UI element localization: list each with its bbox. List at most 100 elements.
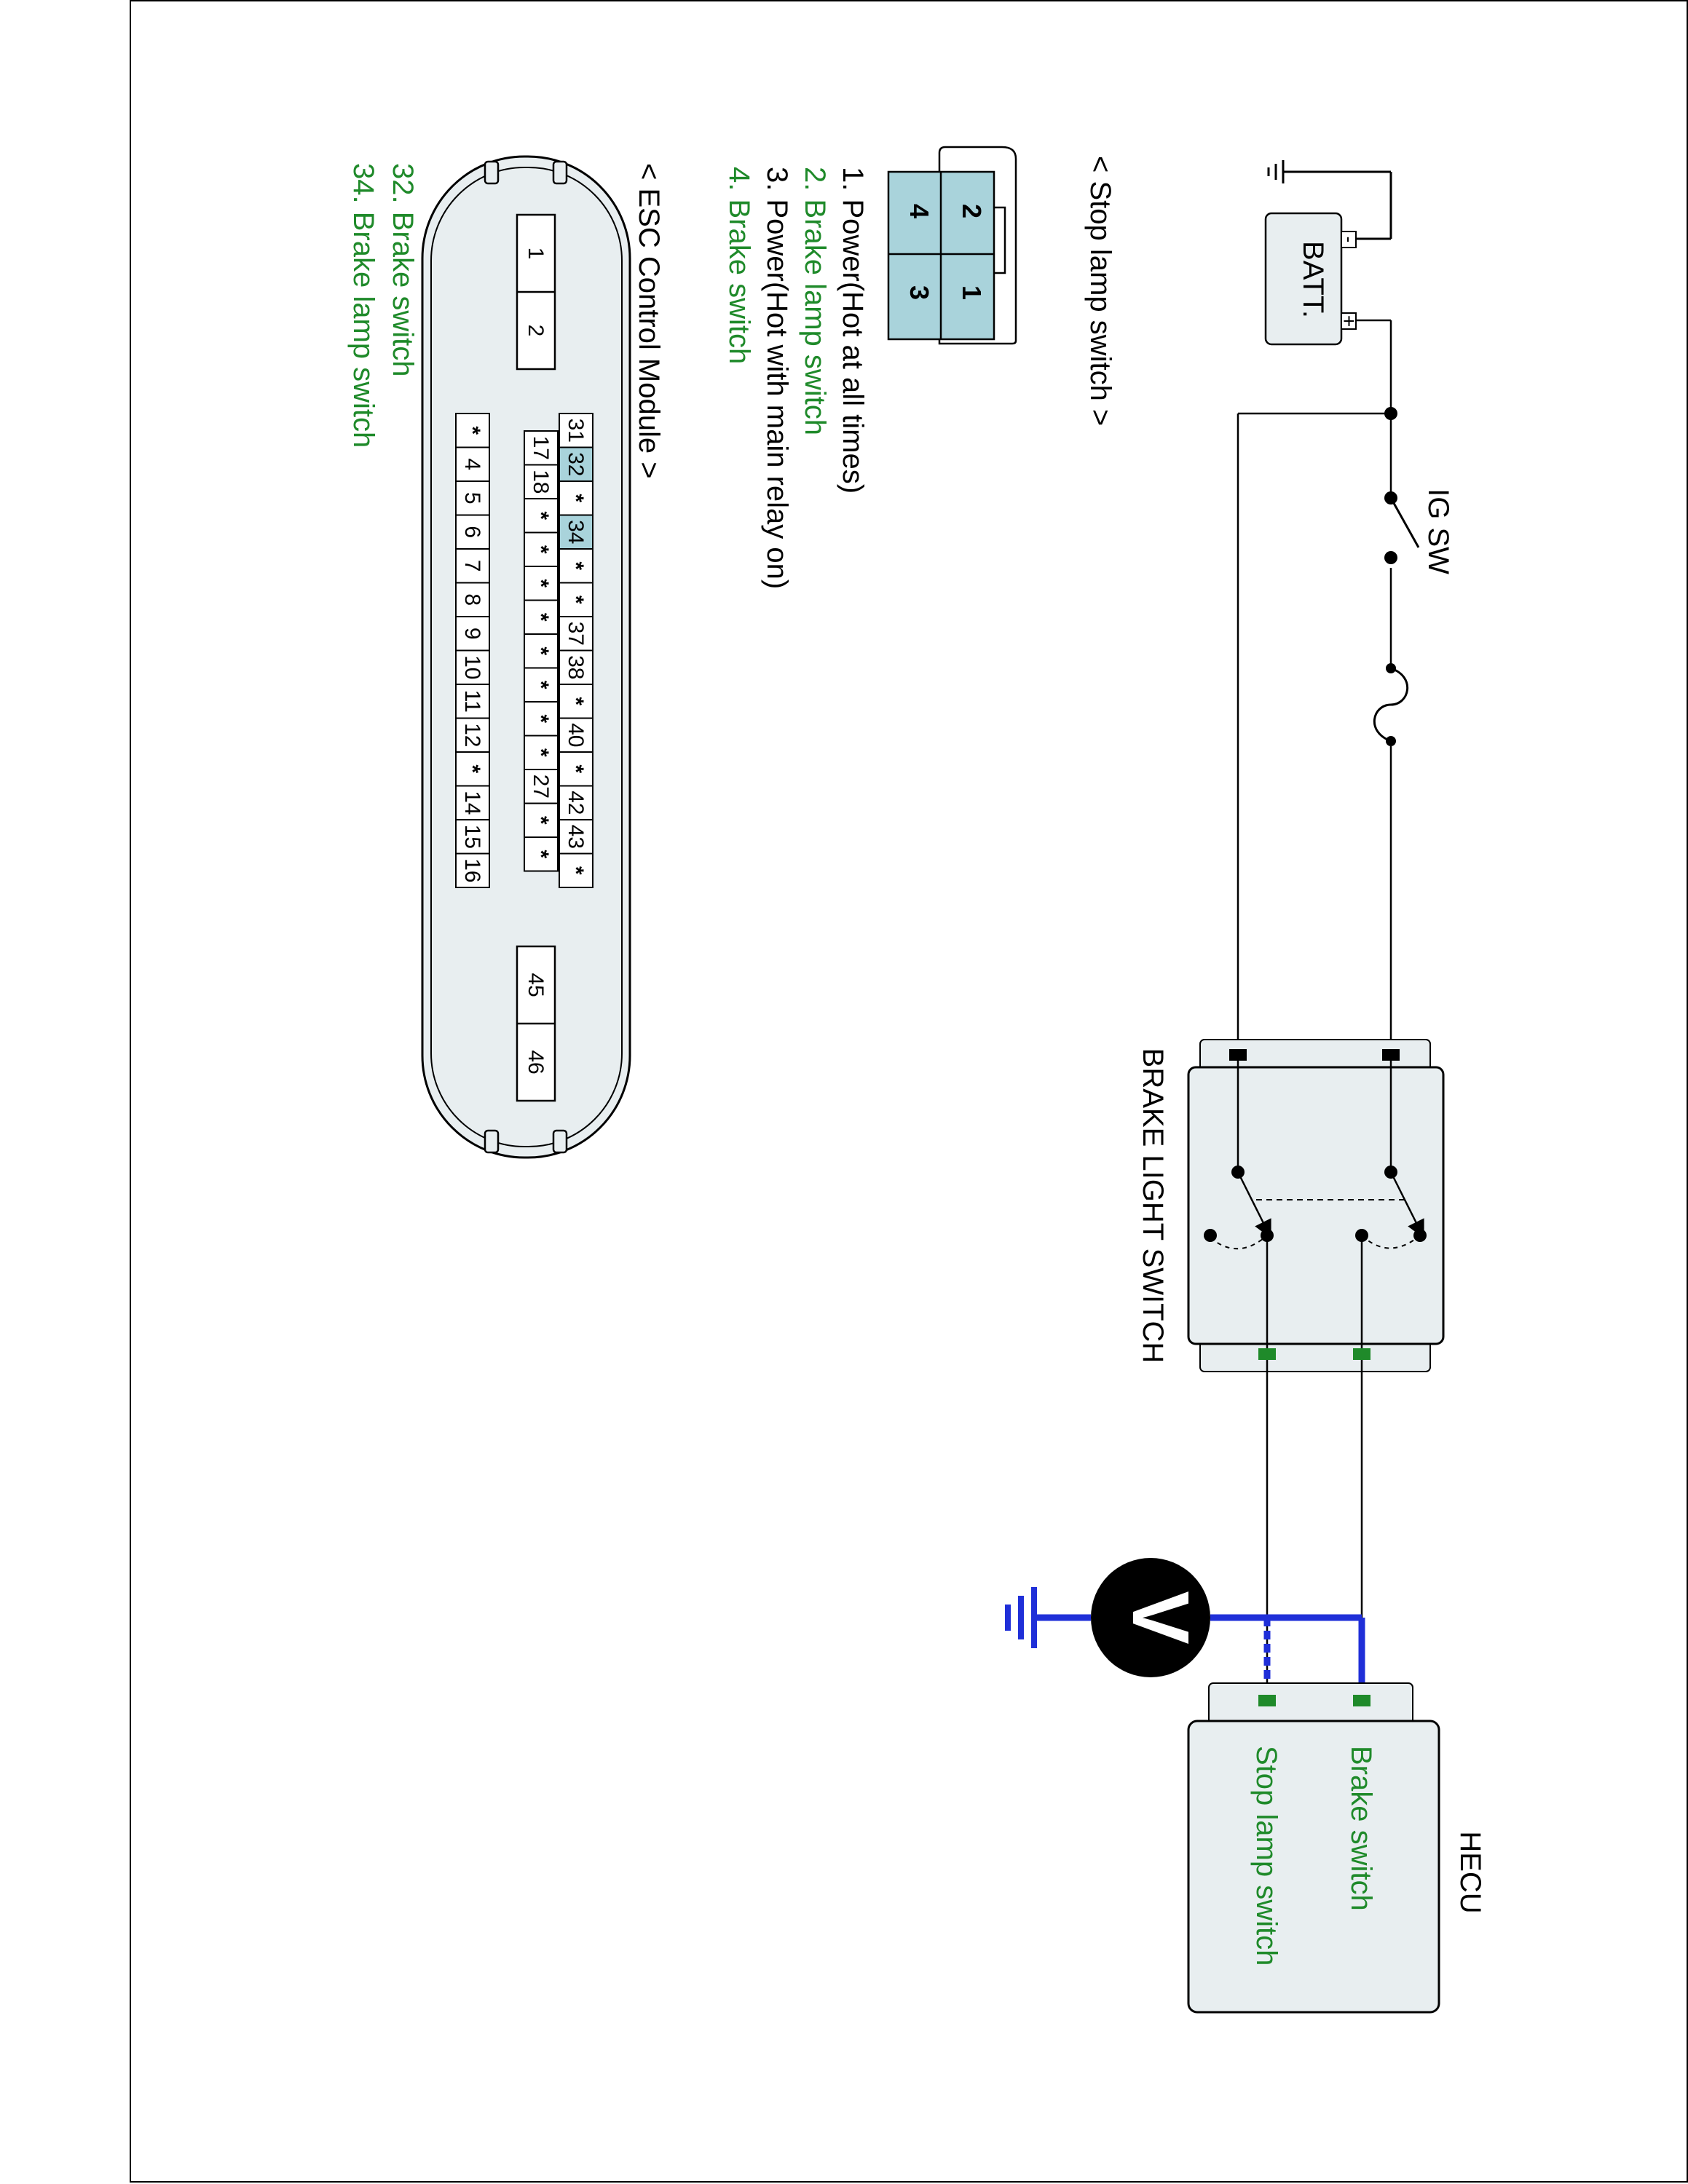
voltmeter-ground-icon	[1005, 1587, 1037, 1648]
stop-lamp-switch-title: < Stop lamp switch >	[1084, 156, 1116, 426]
esc-pin-cell	[559, 413, 593, 448]
esc-pin-1: 1	[524, 248, 548, 260]
stop-lamp-pin-2: 2	[957, 204, 987, 218]
esc-control-module-connector: < ESC Control Module > 1 2 45 46 3132*34…	[347, 155, 665, 1159]
esc-pin-cell	[455, 751, 490, 787]
esc-pin-cell	[524, 836, 559, 872]
esc-pin-label: *	[564, 561, 588, 570]
esc-legend-34: 34. Brake lamp switch	[347, 163, 379, 448]
esc-pin-label: 7	[460, 560, 484, 572]
esc-pin-label: 16	[460, 858, 484, 882]
esc-pin-label: 40	[564, 723, 588, 747]
esc-pin-cell	[559, 852, 593, 888]
battery-ground-icon	[1267, 160, 1392, 240]
esc-pin-cell	[455, 548, 490, 584]
esc-pin-cell	[559, 616, 593, 652]
esc-pin-label: 34	[564, 520, 588, 544]
esc-pin-label: 15	[460, 825, 484, 849]
battery-circuit: - + BATT. IG SW	[1237, 160, 1454, 1052]
stop-lamp-legend-3: 3. Power(Hot with main relay on)	[761, 167, 793, 589]
esc-big-pins-right: 45 46	[516, 945, 556, 1102]
hecu-stop-lamp-switch-label: Stop lamp switch	[1250, 1746, 1282, 1966]
esc-pin-cell	[559, 582, 593, 617]
stop-lamp-pin-3: 3	[904, 285, 934, 300]
esc-pin-cell	[455, 480, 490, 516]
esc-pin-label: *	[529, 714, 553, 723]
esc-pin-label: 5	[460, 492, 484, 505]
fuse-icon	[1369, 663, 1409, 746]
esc-pin-label: *	[460, 426, 484, 435]
esc-module-title: < ESC Control Module >	[633, 163, 665, 479]
esc-pin-45: 45	[524, 973, 548, 997]
esc-pin-cell	[559, 480, 593, 516]
esc-pin-cell	[455, 649, 490, 685]
esc-pin-label: *	[564, 596, 588, 604]
esc-legend-32: 32. Brake switch	[387, 163, 419, 376]
hecu-label: HECU	[1454, 1831, 1486, 1913]
ig-switch-label: IG SW	[1422, 488, 1454, 574]
esc-pin-label: *	[529, 681, 553, 689]
page-frame	[130, 0, 1688, 2183]
voltmeter-icon: V	[1116, 1591, 1205, 1644]
esc-pin-cell	[455, 446, 490, 482]
esc-pin-label: 9	[460, 628, 484, 640]
voltmeter: V	[1005, 1558, 1365, 1701]
battery: - + BATT.	[1264, 212, 1360, 346]
stop-lamp-switch-connector: < Stop lamp switch > 2 1 4 3 1. Power(Ho…	[723, 146, 1116, 589]
hecu-wires	[1266, 1360, 1363, 1698]
esc-pin-label: 42	[564, 791, 588, 815]
esc-big-pins-left: 1 2	[516, 213, 556, 371]
junction-dot	[1384, 407, 1397, 420]
esc-pin-label: 8	[460, 593, 484, 606]
esc-pin-label: 18	[529, 470, 553, 494]
esc-pin-label: *	[564, 866, 588, 875]
stop-lamp-legend-2: 2. Brake lamp switch	[799, 167, 831, 435]
esc-pin-cell	[524, 599, 559, 635]
hecu: Brake switch Stop lamp switch HECU	[1187, 1682, 1486, 2014]
esc-pin-label: *	[529, 613, 553, 622]
stop-lamp-pin-4: 4	[904, 204, 934, 218]
esc-pin-label: *	[529, 646, 553, 655]
esc-pin-cell	[559, 649, 593, 685]
esc-pin-cell	[455, 684, 490, 719]
esc-pin-label: 27	[529, 775, 553, 799]
battery-minus-label: -	[1338, 237, 1360, 243]
esc-pin-label: 10	[460, 655, 484, 679]
esc-pin-label: *	[564, 494, 588, 502]
esc-pin-cell	[455, 785, 490, 820]
esc-pin-label: 14	[460, 791, 484, 815]
esc-pin-label: 12	[460, 723, 484, 747]
esc-pin-cell	[455, 413, 490, 448]
esc-pin-label: 37	[564, 622, 588, 646]
esc-pin-label: 38	[564, 655, 588, 679]
esc-pin-cell	[559, 548, 593, 584]
esc-pin-label: 32	[564, 452, 588, 476]
esc-pin-label: *	[529, 816, 553, 825]
battery-plus-wire	[1237, 319, 1392, 1052]
esc-pin-label: *	[460, 764, 484, 773]
esc-pin-cell	[455, 819, 490, 855]
esc-pin-cell	[524, 769, 559, 804]
esc-pin-cell	[524, 633, 559, 669]
esc-pin-label: 43	[564, 825, 588, 849]
esc-pin-cell	[524, 566, 559, 601]
esc-pin-2: 2	[524, 325, 548, 337]
esc-pin-label: *	[564, 697, 588, 705]
esc-pin-label: 17	[529, 436, 553, 460]
esc-pin-cell	[524, 802, 559, 838]
battery-plus-label: +	[1338, 315, 1360, 327]
esc-pin-label: *	[529, 511, 553, 520]
esc-pin-46: 46	[524, 1050, 548, 1074]
esc-pin-cell	[559, 751, 593, 787]
esc-pin-label: *	[529, 579, 553, 587]
stop-lamp-legend-4: 4. Brake switch	[723, 167, 755, 364]
esc-pin-cell	[455, 852, 490, 888]
hecu-brake-switch-label: Brake switch	[1345, 1746, 1377, 1911]
esc-pin-label: *	[529, 748, 553, 757]
esc-pin-label: 4	[460, 458, 484, 470]
esc-pin-cell	[524, 498, 559, 534]
